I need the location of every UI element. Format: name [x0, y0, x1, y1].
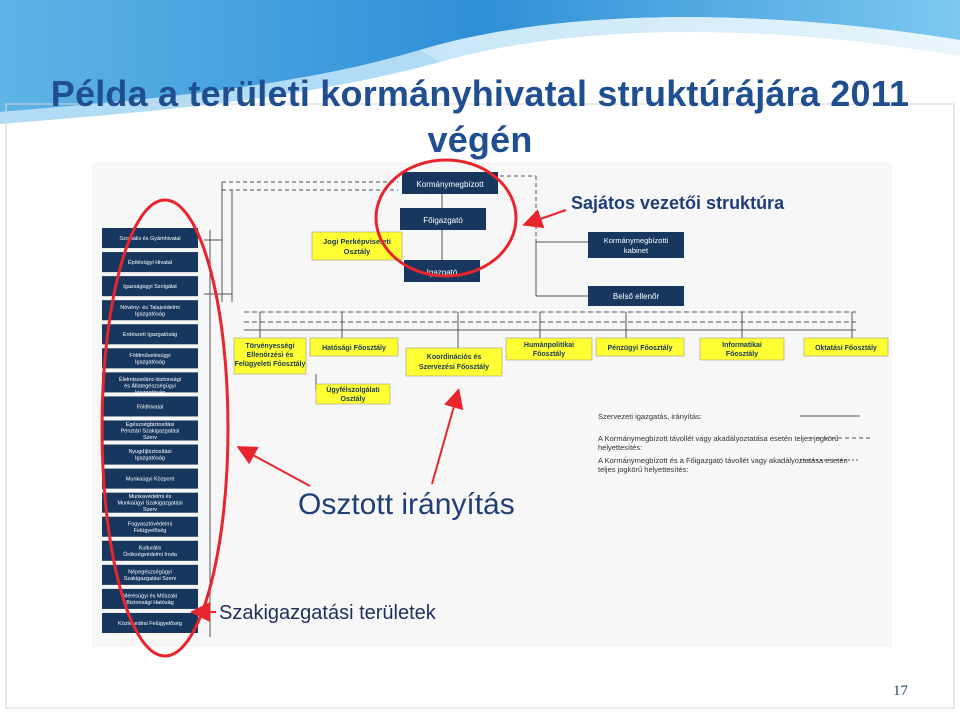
annotation-shared-direction: Osztott irányítás: [298, 488, 515, 521]
sector-office-label: Igazgatóság: [135, 359, 165, 365]
sector-office-label: Nyugdíjbiztosítási: [128, 449, 171, 455]
slide-title-line1: Példa a területi kormányhivatal struktúr…: [50, 73, 910, 114]
sector-office-label: Növény- és Talajvédelmi: [120, 305, 180, 311]
box-deputy-label: Főigazgató: [423, 216, 463, 225]
org-chart: Kormánymegbízott Főigazgató Jogi Perképv…: [92, 162, 892, 647]
sector-office-label: Szerv: [143, 435, 157, 441]
box-audit: [588, 286, 684, 306]
sector-office-label: Mérésügyi és Műszaki: [123, 593, 177, 599]
svg-text:Főosztály: Főosztály: [533, 351, 565, 358]
sector-office-label: Kulturális: [139, 545, 162, 551]
sector-office-label: Élelmiszerlánc-biztonsági: [119, 376, 181, 383]
department-boxes: Törvényességi Ellenőrzési és Felügyeleti…: [233, 337, 889, 405]
svg-text:Ügyfélszolgálati: Ügyfélszolgálati: [326, 385, 379, 394]
box-legal-label-2: Osztály: [344, 247, 372, 256]
svg-text:Felügyeleti Főosztály: Felügyeleti Főosztály: [235, 361, 306, 368]
box-top-label: Kormánymegbízott: [416, 180, 484, 189]
box-audit-label: Belső ellenőr: [613, 292, 660, 301]
svg-text:Osztály: Osztály: [341, 396, 366, 403]
annotation-special-structure: Sajátos vezetői struktúra: [571, 193, 785, 213]
slide-title-line2: végén: [427, 119, 533, 160]
sector-office-label: Biztonsági Hatóság: [126, 600, 173, 606]
sector-office-label: Igazgatóság: [135, 311, 165, 317]
svg-text:Törvényességi: Törvényességi: [245, 343, 294, 350]
sector-office-label: Felügyelőség: [134, 528, 167, 534]
sector-office-label: Munkaügyi Központ: [126, 476, 175, 482]
sector-office-label: Munkavédelmi és: [129, 494, 172, 500]
page-number: 17: [893, 683, 908, 699]
svg-text:Informatikai: Informatikai: [722, 342, 762, 349]
box-cabinet-label-1: Kormánymegbízotti: [604, 236, 669, 245]
sector-office-label: Egészségbiztosítási: [126, 422, 175, 428]
sector-office-label: Építésügyi Hivatal: [128, 259, 172, 266]
sector-office-label: Földhivatal: [137, 404, 164, 410]
svg-text:Pénzügyi Főosztály: Pénzügyi Főosztály: [608, 345, 673, 352]
sector-office-label: Szakigazgatási Szerv: [124, 576, 177, 582]
sector-office-label: Örökségvédelmi Iroda: [123, 551, 178, 558]
box-director-label: Igazgató: [427, 268, 458, 277]
box-cabinet-label-2: kabinet: [624, 246, 649, 255]
legend-line-1: A Kormánymegbízott távollét vagy akadály…: [598, 434, 839, 452]
svg-text:Főosztály: Főosztály: [726, 351, 758, 358]
sector-office-label: Munkaügyi Szakigazgatási: [117, 501, 182, 507]
legend-lines: [800, 415, 870, 461]
sector-office-label: Szerv: [143, 507, 157, 513]
svg-text:Hatósági Főosztály: Hatósági Főosztály: [322, 345, 386, 352]
svg-text:Szervezési Főosztály: Szervezési Főosztály: [419, 364, 489, 371]
sector-office-label: Szociális és Gyámhivatal: [119, 236, 180, 242]
sector-office-label: Közlekedési Felügyelőség: [118, 621, 182, 627]
svg-text:Koordinációs és: Koordinációs és: [427, 354, 482, 361]
sector-office-label: Igazgatóság: [135, 456, 165, 462]
sector-office-label: Erdészeti Igazgatóság: [123, 332, 177, 338]
svg-text:Oktatási Főosztály: Oktatási Főosztály: [815, 345, 877, 352]
box-legal-label-1: Jogi Perképviseleti: [323, 237, 391, 246]
sector-office-label: Igazgatóság: [135, 390, 165, 396]
sector-office-label: Igazságügyi Szolgálat: [123, 284, 177, 290]
legend-title: Szervezeti igazgatás, irányítás:: [598, 412, 702, 421]
annotation-sector-areas: Szakigazgatási területek: [219, 602, 436, 624]
sector-office-label: Népegészségügyi: [128, 569, 172, 575]
sector-office-label: és Állategészségügyi: [124, 382, 176, 389]
legend-line-2: A Kormánymegbízott és a Főigazgató távol…: [598, 456, 848, 474]
sector-office-label: Pénztári Szakigazgatási: [121, 428, 180, 434]
svg-text:Humánpolitikai: Humánpolitikai: [524, 342, 574, 349]
box-cabinet: [588, 232, 684, 258]
sector-office-label: Fogyasztóvédelmi: [128, 521, 172, 527]
svg-text:Ellenőrzési és: Ellenőrzési és: [247, 352, 294, 359]
sector-office-label: Földművelésügyi: [129, 353, 170, 359]
